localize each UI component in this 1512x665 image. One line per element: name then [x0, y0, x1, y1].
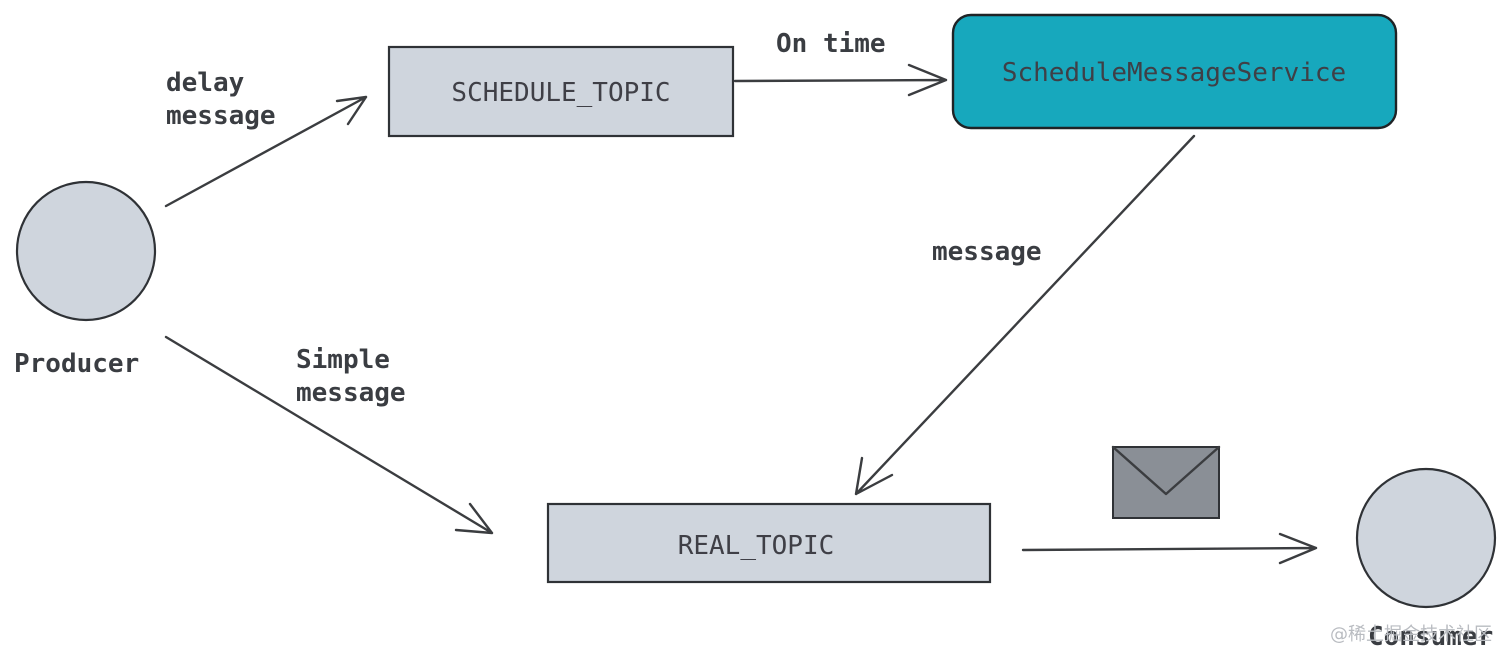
watermark: @稀土掘金技术社区: [1330, 624, 1492, 645]
simple-label-line2: message: [296, 378, 406, 408]
schedule-topic-box: [387, 45, 735, 138]
arrow-producer-to-real-topic: [164, 335, 494, 535]
arrow-service-to-real-topic: [854, 134, 1196, 496]
producer-node: [15, 180, 157, 322]
schedule-message-service-box: [951, 13, 1398, 130]
real-topic-box: [546, 502, 992, 584]
simple-label-line1: Simple: [296, 345, 390, 375]
on-time-label: On time: [776, 29, 886, 59]
delay-label-line1: delay: [166, 68, 244, 98]
arrow-real-topic-to-consumer: [1021, 532, 1318, 565]
message-label: message: [932, 237, 1042, 267]
arrow-producer-to-schedule-topic: [164, 95, 368, 208]
consumer-node: [1355, 467, 1497, 609]
consumer-label: Consumer: [1368, 622, 1493, 652]
real-topic-label: REAL_TOPIC: [678, 531, 835, 561]
arrow-schedule-topic-to-service: [733, 63, 948, 97]
producer-label: Producer: [14, 349, 139, 379]
delay-label-line2: message: [166, 101, 276, 131]
envelope-icon: [1111, 445, 1221, 519]
schedule-topic-label: SCHEDULE_TOPIC: [451, 78, 670, 108]
schedule-message-service-label: ScheduleMessageService: [1002, 58, 1346, 88]
